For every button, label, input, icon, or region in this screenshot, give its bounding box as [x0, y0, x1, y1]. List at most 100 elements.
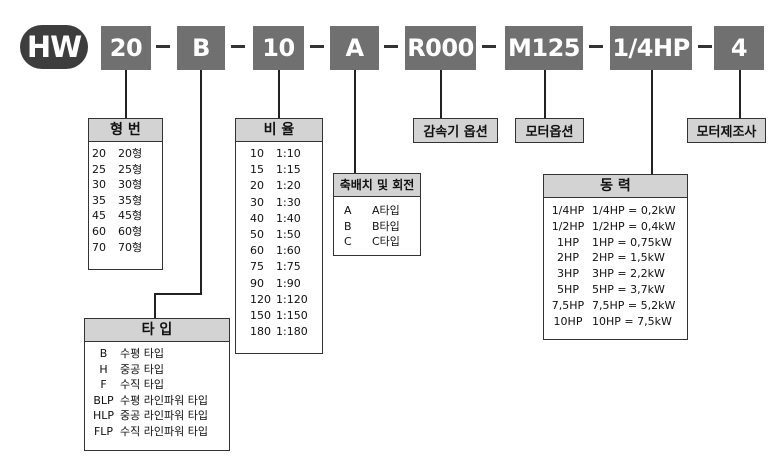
- power-desc: 1HP = 0,75kW: [592, 235, 672, 249]
- ratio-value: 1:15: [276, 163, 301, 177]
- ratio-value: 1:50: [276, 227, 301, 241]
- frame-code: 35: [92, 193, 106, 207]
- frame-code: 70: [92, 240, 106, 254]
- frame-size-title: 형 번: [89, 119, 162, 142]
- frame-desc: 70형: [118, 240, 143, 254]
- code-power: 1/4HP: [610, 26, 692, 70]
- connector-line: [739, 70, 741, 118]
- ratio-value: 1:40: [276, 211, 301, 225]
- ratio-value: 1:150: [276, 308, 308, 322]
- type-code: HLP: [92, 409, 115, 423]
- power-code: 1/4HP: [551, 204, 585, 217]
- type-code: F: [100, 378, 107, 392]
- power-desc: 1/2HP = 0,4kW: [592, 219, 676, 233]
- ratio-value: 1:30: [276, 195, 301, 209]
- type-code: H: [99, 362, 108, 376]
- separator-dash: [156, 45, 170, 48]
- ratio-code: 40: [250, 211, 264, 225]
- shaft-desc: A타입: [372, 204, 400, 217]
- type-desc: 수평 라인파워 타입: [120, 393, 208, 407]
- table-row: 10 1:10: [250, 146, 322, 162]
- ratio-value: 1:20: [276, 179, 301, 193]
- frame-desc: 60형: [118, 224, 143, 238]
- type-desc: 중공 타입: [120, 362, 164, 376]
- shaft-desc: B타입: [372, 219, 400, 233]
- type-desc: 수직 타입: [120, 378, 164, 392]
- table-row: A A타입: [344, 203, 420, 219]
- ratio-code: 150: [250, 308, 271, 322]
- frame-code: 20: [92, 147, 106, 160]
- power-code: 1HP: [557, 235, 579, 249]
- frame-desc: 20형: [118, 147, 143, 160]
- type-code: BLP: [93, 393, 114, 407]
- type-desc: 수직 라인파워 타입: [120, 424, 208, 438]
- ratio-code: 60: [250, 244, 264, 258]
- shaft-code: C: [344, 235, 352, 249]
- ratio-code: 75: [250, 260, 264, 274]
- code-type: B: [177, 26, 225, 70]
- manufacturer-label: 모터제조사: [687, 118, 766, 143]
- separator-dash: [231, 45, 245, 48]
- connector-line: [354, 70, 356, 173]
- frame-code: 45: [92, 209, 106, 223]
- table-row: H 중공 타입: [87, 362, 229, 378]
- power-desc: 3HP = 2,2kW: [592, 267, 665, 281]
- table-row: 15 1:15: [250, 162, 322, 178]
- connector-line: [440, 70, 442, 118]
- frame-desc: 25형: [118, 162, 143, 176]
- code-manufacturer: 4: [714, 26, 764, 70]
- ratio-code: 15: [250, 163, 264, 177]
- connector-line: [154, 293, 156, 318]
- reducer-option-label: 감속기 옵션: [413, 118, 498, 143]
- ratio-value: 1:60: [276, 244, 301, 258]
- table-row: 70 70형: [92, 240, 162, 256]
- type-title: 타 입: [85, 319, 229, 342]
- shaft-code: A: [344, 204, 352, 217]
- separator-dash: [384, 45, 398, 48]
- connector-line: [278, 70, 280, 119]
- connector-line: [154, 293, 202, 295]
- code-reducer-option: R000: [405, 26, 476, 70]
- frame-code: 30: [92, 178, 106, 192]
- table-row: B B타입: [344, 219, 420, 235]
- ratio-code: 180: [250, 325, 271, 339]
- separator-dash: [482, 45, 496, 48]
- power-desc: 1/4HP = 0,2kW: [592, 204, 676, 217]
- ratio-value: 1:10: [276, 147, 301, 160]
- shaft-code: B: [344, 219, 352, 233]
- model-prefix-badge: HW: [20, 25, 88, 69]
- power-desc: 7,5HP = 5,2kW: [592, 298, 676, 312]
- code-frame-size: 20: [101, 26, 151, 70]
- ratio-value: 1:90: [276, 276, 301, 290]
- code-shaft: A: [330, 26, 379, 70]
- ratio-code: 30: [250, 195, 264, 209]
- power-desc: 10HP = 7,5kW: [592, 314, 672, 328]
- table-row: 20 20형: [92, 146, 162, 162]
- manufacturer-title: 모터제조사: [688, 119, 765, 142]
- separator-dash: [589, 45, 603, 48]
- ratio-code: 10: [250, 147, 264, 160]
- power-code: 3HP: [557, 267, 579, 281]
- frame-code: 60: [92, 224, 106, 238]
- power-code: 2HP: [557, 251, 579, 265]
- separator-dash: [698, 45, 712, 48]
- table-row: 60 60형: [92, 224, 162, 240]
- motor-option-title: 모터옵션: [516, 119, 583, 142]
